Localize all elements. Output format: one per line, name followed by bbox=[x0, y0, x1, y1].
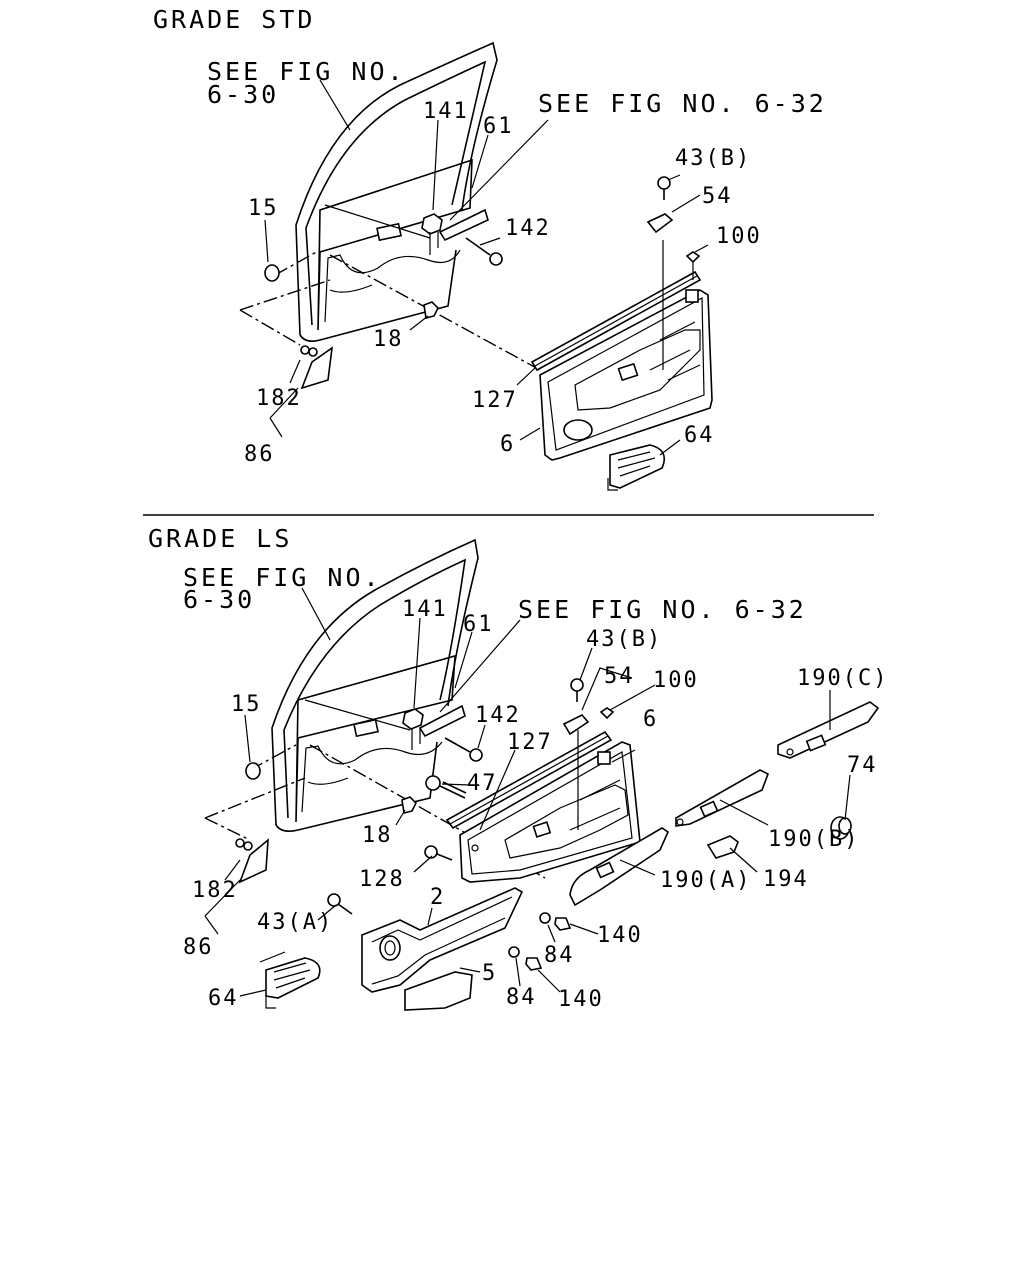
section-grade-ls: GRADE LS SEE FIG NO. 6-30 SEE FIG NO. 6-… bbox=[148, 524, 888, 1012]
clip-182 bbox=[235, 838, 253, 851]
callout-194: 194 bbox=[763, 867, 809, 892]
callout-6: 6 bbox=[500, 432, 515, 457]
callout-18: 18 bbox=[362, 823, 393, 848]
callout-61: 61 bbox=[483, 114, 514, 139]
callout-142: 142 bbox=[505, 216, 551, 241]
see-fig-note-left-line2: 6-30 bbox=[207, 80, 279, 109]
see-fig-note-left-line1: SEE FIG NO. bbox=[207, 57, 406, 86]
callout-141: 141 bbox=[402, 597, 448, 622]
callout-100: 100 bbox=[716, 224, 762, 249]
armrest-5 bbox=[404, 971, 473, 1011]
callout-140-lower: 140 bbox=[558, 987, 604, 1012]
trim-190a bbox=[569, 827, 670, 907]
callouts: 141 61 43(B) 54 100 15 142 18 182 86 127… bbox=[244, 99, 762, 467]
callout-64: 64 bbox=[684, 423, 715, 448]
screw-47 bbox=[425, 775, 467, 799]
callout-74: 74 bbox=[847, 753, 878, 778]
screw-43b bbox=[657, 176, 671, 200]
callout-127: 127 bbox=[472, 388, 518, 413]
callout-127: 127 bbox=[507, 730, 553, 755]
callout-43b: 43(B) bbox=[675, 146, 751, 171]
callout-15: 15 bbox=[231, 692, 262, 717]
callout-2: 2 bbox=[430, 885, 445, 910]
callout-182: 182 bbox=[256, 386, 302, 411]
callout-141: 141 bbox=[423, 99, 469, 124]
callout-5: 5 bbox=[482, 961, 497, 986]
see-fig-note-left-line1: SEE FIG NO. bbox=[183, 563, 382, 592]
callout-6: 6 bbox=[643, 707, 658, 732]
callout-190c: 190(C) bbox=[797, 666, 888, 691]
callout-190b: 190(B) bbox=[768, 827, 859, 852]
plug-15 bbox=[264, 264, 280, 282]
insulator-86 bbox=[300, 346, 334, 390]
see-fig-note-left-line2: 6-30 bbox=[183, 585, 255, 614]
callout-64: 64 bbox=[208, 986, 239, 1011]
callouts: 141 61 43(B) 54 100 15 142 127 6 190(C) … bbox=[183, 597, 888, 1012]
callout-84-lower: 84 bbox=[506, 985, 537, 1010]
screw-142 bbox=[465, 237, 503, 266]
grille-64 bbox=[607, 444, 666, 491]
door-frame-std bbox=[295, 41, 498, 342]
door-trim-panel-6 bbox=[539, 289, 713, 461]
regulator-141 bbox=[402, 708, 424, 750]
screw-43b bbox=[570, 678, 584, 702]
callout-86: 86 bbox=[244, 442, 275, 467]
callout-54: 54 bbox=[604, 664, 635, 689]
screw-128 bbox=[424, 845, 453, 861]
callout-190a: 190(A) bbox=[660, 868, 751, 893]
callout-84-upper: 84 bbox=[544, 943, 575, 968]
callout-43b: 43(B) bbox=[586, 627, 662, 652]
clip-182 bbox=[300, 345, 318, 357]
callout-47: 47 bbox=[467, 771, 498, 796]
section-grade-std: GRADE STD SEE FIG NO. 6-30 SEE FIG NO. 6… bbox=[153, 5, 827, 491]
callout-142: 142 bbox=[475, 703, 521, 728]
section-title: GRADE STD bbox=[153, 5, 315, 34]
door-frame-ls bbox=[271, 538, 479, 832]
screw-142 bbox=[444, 737, 483, 762]
plug-15 bbox=[245, 762, 261, 780]
weatherstrip-127 bbox=[445, 730, 613, 830]
bracket-61 bbox=[418, 704, 466, 738]
clip-194 bbox=[706, 835, 739, 859]
see-fig-note-right: SEE FIG NO. 6-32 bbox=[518, 595, 807, 624]
callout-140-upper: 140 bbox=[597, 923, 643, 948]
regulator-141 bbox=[421, 213, 443, 255]
weatherstrip-127 bbox=[530, 270, 702, 372]
callout-182: 182 bbox=[192, 878, 238, 903]
map-pocket-2 bbox=[361, 887, 524, 993]
bracket-61 bbox=[438, 208, 489, 242]
callout-100: 100 bbox=[653, 668, 699, 693]
bezel-54 bbox=[646, 213, 674, 234]
callout-128: 128 bbox=[359, 867, 405, 892]
grille-64 bbox=[259, 951, 321, 1009]
clip-18 bbox=[401, 796, 417, 814]
trim-190c bbox=[777, 701, 880, 759]
bezel-54 bbox=[562, 714, 590, 736]
section-title: GRADE LS bbox=[148, 524, 292, 553]
callout-15: 15 bbox=[248, 196, 279, 221]
screws-84 bbox=[508, 912, 551, 958]
callout-18: 18 bbox=[373, 327, 404, 352]
clip-100 bbox=[685, 251, 701, 280]
clip-100 bbox=[599, 707, 615, 720]
insulator-86 bbox=[238, 838, 269, 884]
nuts-140 bbox=[525, 917, 572, 971]
callout-43a: 43(A) bbox=[257, 910, 333, 935]
callout-86: 86 bbox=[183, 935, 214, 960]
knob-74 bbox=[830, 816, 852, 840]
door-trim-panel-6 bbox=[459, 741, 641, 883]
callout-54: 54 bbox=[702, 184, 733, 209]
clip-18 bbox=[423, 301, 439, 319]
callout-61: 61 bbox=[463, 612, 494, 637]
trim-190b bbox=[675, 769, 770, 827]
see-fig-note-right: SEE FIG NO. 6-32 bbox=[538, 89, 827, 118]
